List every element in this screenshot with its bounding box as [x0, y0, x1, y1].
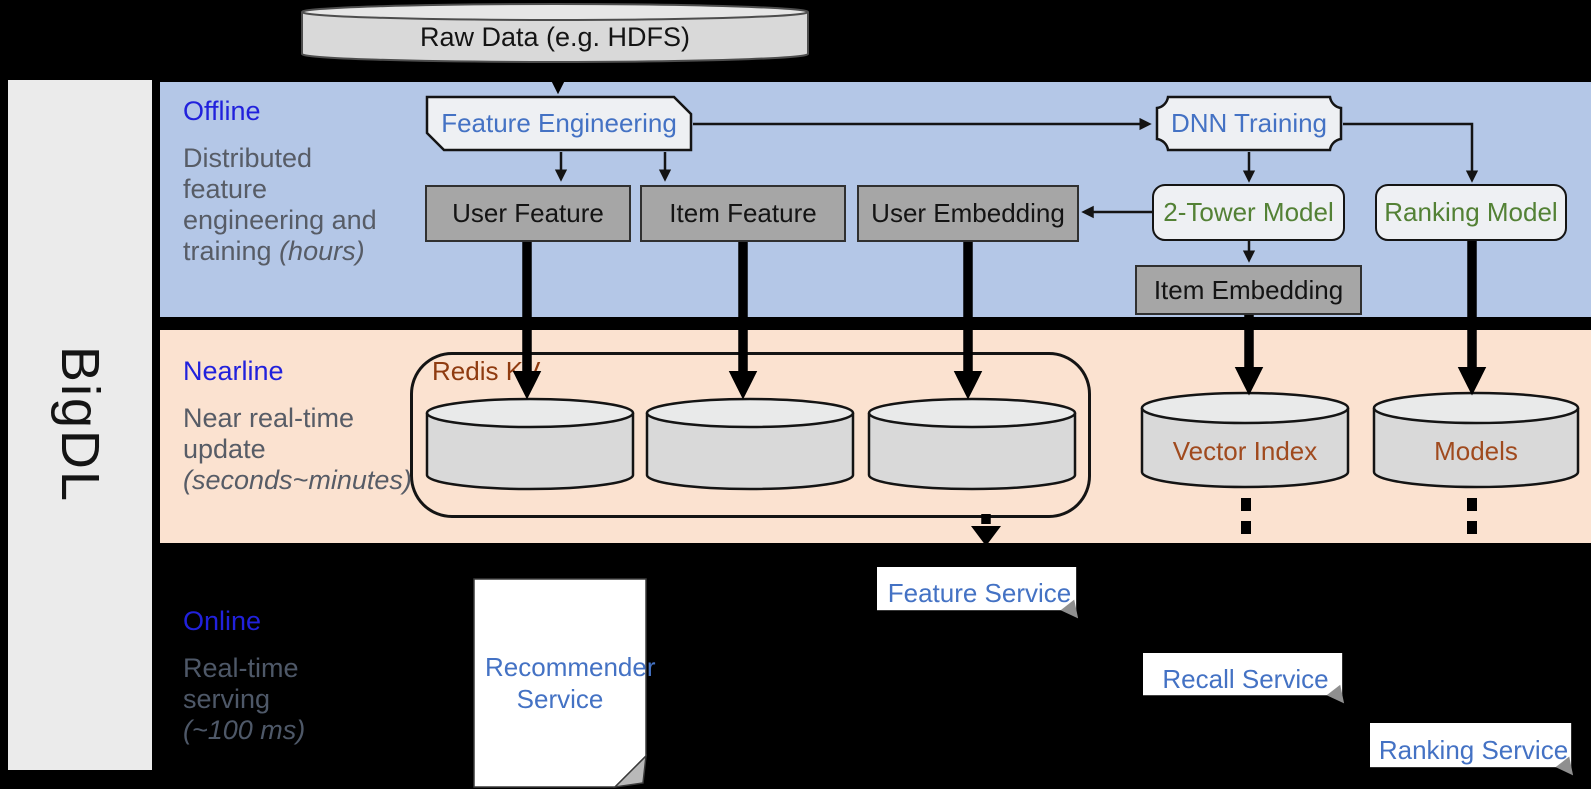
node-label: Ranking Service: [1378, 734, 1569, 765]
node-label: User Feature: [452, 198, 604, 228]
document-shape: [473, 578, 647, 788]
cylinder-shape: [867, 397, 1077, 491]
online-description: Real-time serving (~100 ms): [183, 653, 305, 746]
node-label: Models: [1434, 435, 1518, 466]
note-shape: [1370, 723, 1574, 776]
node-label: Recommender Service: [485, 652, 656, 714]
bigdl-brand-panel: BigDL: [8, 80, 152, 770]
node-models: Models: [1372, 390, 1580, 490]
node-recall-service: Recall Service: [1143, 653, 1348, 705]
redis-cylinder-3: [867, 396, 1077, 492]
offline-band-label: Offline Distributed feature engineering …: [183, 96, 377, 267]
node-label: Item Embedding: [1153, 274, 1344, 305]
node-dnn-training: DNN Training: [1155, 95, 1343, 152]
node-recommender-service: Recommender Service: [473, 578, 656, 788]
cylinder-shape: [1372, 391, 1580, 489]
online-desc-line1: Real-time: [183, 653, 299, 683]
node-ranking-model: Ranking Model: [1375, 184, 1567, 241]
nearline-description: Near real-time update (seconds~minutes): [183, 403, 412, 496]
node-user-embedding: User Embedding: [857, 185, 1079, 242]
node-label: User Embedding: [871, 198, 1065, 228]
offline-desc-line3: engineering and: [183, 205, 377, 235]
node-item-embedding: Item Embedding: [1135, 265, 1362, 315]
node-feature-engineering: Feature Engineering: [425, 95, 693, 152]
node-label: Feature Engineering: [441, 108, 677, 138]
node-label: Vector Index: [1172, 435, 1318, 466]
nearline-title: Nearline: [183, 356, 284, 386]
redis-cylinder-1: [425, 396, 635, 492]
node-feature-service: Feature Service: [877, 567, 1082, 620]
cylinder-shape: [1140, 391, 1350, 489]
node-raw-data: Raw Data (e.g. HDFS): [300, 2, 810, 64]
nearline-desc-line3: (seconds~minutes): [183, 465, 412, 495]
offline-description: Distributed feature engineering and trai…: [183, 143, 377, 267]
offline-title: Offline: [183, 96, 261, 126]
node-item-feature: Item Feature: [640, 185, 846, 242]
cylinder-shape: [645, 397, 855, 491]
nearline-desc-line2: update: [183, 434, 266, 464]
node-label: Ranking Model: [1384, 197, 1558, 227]
note-shape: [877, 567, 1079, 619]
redis-cylinder-2: [645, 396, 855, 492]
online-desc-line2: serving: [183, 684, 271, 714]
node-label: Recall Service: [1162, 663, 1329, 694]
offline-desc-line1: Distributed: [183, 143, 313, 173]
nearline-desc-line1: Near real-time: [183, 403, 355, 433]
brand-label: BigDL: [50, 346, 110, 504]
nearline-band-label: Nearline Near real-time update (seconds~…: [183, 356, 412, 496]
chamfer-card-shape: [425, 95, 693, 152]
node-ranking-service: Ranking Service: [1370, 723, 1577, 777]
node-label: 2-Tower Model: [1163, 197, 1334, 227]
cylinder-shape: [301, 3, 809, 63]
plaque-shape: [1155, 95, 1343, 152]
node-label: DNN Training: [1170, 108, 1328, 138]
note-shape: [1143, 653, 1345, 704]
node-label: Item Feature: [669, 198, 817, 228]
node-label: Feature Service: [887, 578, 1072, 608]
online-desc-line3: (~100 ms): [183, 715, 306, 745]
node-label: Raw Data (e.g. HDFS): [419, 21, 691, 52]
node-user-feature: User Feature: [425, 185, 631, 242]
redis-kv-group: [410, 352, 1091, 518]
cylinder-shape: [425, 397, 635, 491]
redis-kv-label: Redis KV: [432, 356, 541, 386]
online-band-label: Online Real-time serving (~100 ms): [183, 606, 305, 746]
offline-desc-line4: training (hours): [183, 236, 365, 266]
offline-desc-line2: feature: [183, 174, 268, 204]
node-two-tower-model: 2-Tower Model: [1152, 184, 1345, 241]
online-title: Online: [183, 606, 262, 636]
node-vector-index: Vector Index: [1140, 390, 1350, 490]
